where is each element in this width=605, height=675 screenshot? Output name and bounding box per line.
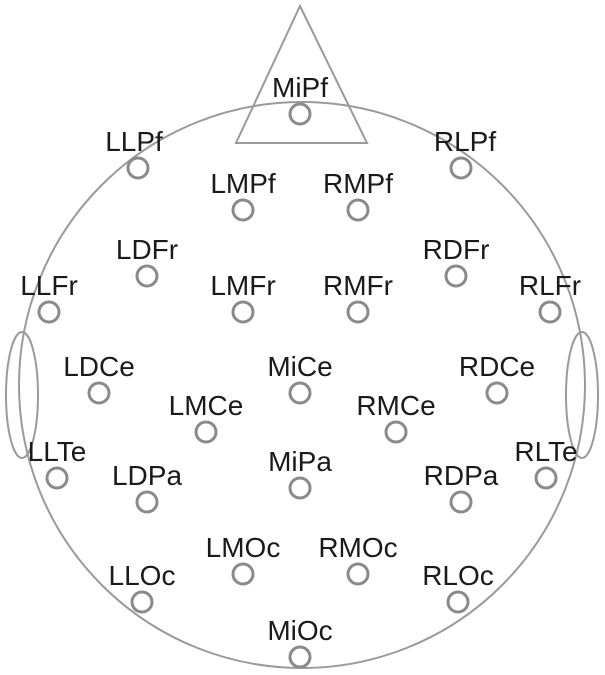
electrode-marker [288, 381, 312, 405]
electrode-mice: MiCe [267, 351, 333, 405]
electrode-rdce: RDCe [459, 351, 535, 405]
electrode-label: RMFr [323, 270, 393, 301]
electrode-marker [485, 381, 509, 405]
electrode-ldpa: LDPa [112, 460, 182, 514]
electrode-mipf: MiPf [272, 72, 328, 126]
electrode-rmfr: RMFr [323, 270, 393, 324]
electrode-marker [538, 300, 562, 324]
electrode-marker [384, 420, 408, 444]
electrode-label: MiOc [267, 615, 332, 646]
electrode-ldce: LDCe [63, 351, 135, 405]
left-ear-outline [5, 331, 39, 459]
electrode-marker [126, 156, 150, 180]
electrode-mipa: MiPa [268, 446, 332, 500]
electrode-marker [346, 562, 370, 586]
electrode-lmpf: LMPf [210, 168, 276, 222]
electrode-mioc: MiOc [267, 615, 333, 669]
electrode-marker [534, 466, 558, 490]
electrode-rdfr: RDFr [423, 234, 490, 288]
electrode-label: MiPf [272, 72, 328, 103]
electrode-label: LMOc [206, 532, 281, 563]
electrode-llte: LLTe [28, 436, 87, 490]
electrode-marker [288, 476, 312, 500]
electrode-label: RLTe [514, 436, 577, 467]
electrode-label: RMCe [356, 390, 435, 421]
electrode-label: RLPf [434, 126, 496, 157]
electrode-label: LMCe [169, 390, 244, 421]
electrode-label: RDCe [459, 351, 535, 382]
electrode-llfr: LLFr [20, 270, 78, 324]
electrode-label: LLPf [105, 126, 163, 157]
electrode-label: RMOc [318, 532, 397, 563]
electrode-lmoc: LMOc [206, 532, 281, 586]
electrode-marker [346, 198, 370, 222]
electrode-label: RMPf [323, 168, 393, 199]
electrode-marker [449, 156, 473, 180]
electrode-marker [449, 490, 473, 514]
electrode-ldfr: LDFr [116, 234, 178, 288]
electrode-marker [231, 300, 255, 324]
electrode-label: LLOc [109, 560, 176, 591]
electrode-label: RDFr [423, 234, 490, 265]
right-ear-outline [565, 331, 599, 459]
electrode-marker [194, 420, 218, 444]
nose-outline [234, 3, 369, 144]
electrode-marker [444, 264, 468, 288]
electrode-marker [346, 300, 370, 324]
electrode-label: LDFr [116, 234, 178, 265]
electrode-rmpf: RMPf [323, 168, 393, 222]
electrode-marker [288, 102, 312, 126]
electrode-marker [87, 381, 111, 405]
electrode-rlte: RLTe [514, 436, 578, 490]
electrode-lmfr: LMFr [210, 270, 276, 324]
electrode-marker [288, 645, 312, 669]
electrode-marker [135, 264, 159, 288]
electrode-label: LDCe [63, 351, 135, 382]
electrode-marker [446, 590, 470, 614]
electrode-label: LDPa [112, 460, 182, 491]
electrode-llpf: LLPf [105, 126, 163, 180]
electrode-label: LMPf [210, 168, 276, 199]
electrode-marker [231, 562, 255, 586]
electrode-marker [37, 300, 61, 324]
electrode-label: MiPa [268, 446, 332, 477]
electrode-label: LLTe [28, 436, 87, 467]
electrode-label: RDPa [424, 460, 499, 491]
electrode-rdpa: RDPa [424, 460, 499, 514]
electrode-marker [231, 198, 255, 222]
electrode-rmoc: RMOc [318, 532, 398, 586]
electrode-rloc: RLOc [422, 560, 494, 614]
electrode-lmce: LMCe [169, 390, 244, 444]
electrode-label: MiCe [267, 351, 332, 382]
electrode-rlfr: RLFr [519, 270, 581, 324]
electrode-label: RLOc [422, 560, 494, 591]
electrode-label: RLFr [519, 270, 581, 301]
electrode-label: LMFr [210, 270, 275, 301]
electrode-rmce: RMCe [356, 390, 436, 444]
electrode-marker [45, 466, 69, 490]
electrode-lloc: LLOc [109, 560, 176, 614]
electrode-label: LLFr [20, 270, 78, 301]
electrode-rlpf: RLPf [434, 126, 496, 180]
electrode-marker [130, 590, 154, 614]
electrode-marker [135, 490, 159, 514]
